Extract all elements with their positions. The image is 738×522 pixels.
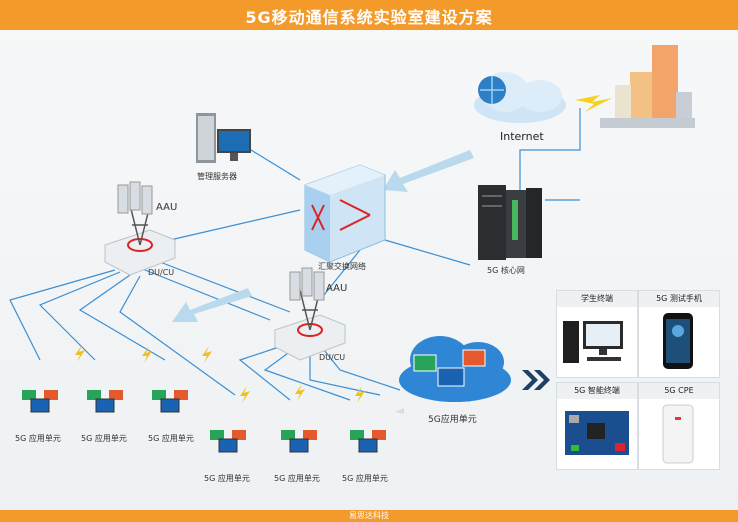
du-cu-label-1: DU/CU bbox=[148, 268, 175, 277]
link-switch-core bbox=[384, 239, 471, 266]
link-du1-ue3 bbox=[78, 274, 166, 361]
panel-cell-title: 5G CPE bbox=[639, 383, 719, 399]
link-du2-ue7 bbox=[309, 350, 381, 396]
panel-cell-test-phone: 5G 测试手机 bbox=[638, 290, 720, 378]
link-du2-ue5 bbox=[238, 344, 291, 401]
app-unit-cloud-label: 5G应用单元 bbox=[428, 415, 477, 425]
arrow-internet-to-switch bbox=[383, 150, 474, 192]
circuit-board-icon bbox=[565, 411, 629, 455]
internet-label: Internet bbox=[500, 130, 544, 143]
footer-brand: 易思达科技 bbox=[349, 511, 389, 520]
switch-icon bbox=[304, 164, 386, 263]
cpe-router-icon bbox=[662, 404, 694, 464]
ue-terminal-icon bbox=[152, 390, 188, 413]
internet-cloud-icon bbox=[474, 72, 566, 123]
ue-terminal-icon bbox=[210, 430, 246, 453]
panel-cell-student-terminal: 学生终端 bbox=[556, 290, 638, 378]
ue-label: 5G 应用单元 bbox=[81, 434, 127, 443]
panel-cell-cpe: 5G CPE bbox=[638, 382, 720, 470]
switch-label: 汇聚交换网络 bbox=[318, 262, 366, 271]
chevron-right-icon bbox=[522, 370, 550, 390]
panel-cell-smart-terminal: 5G 智能终端 bbox=[556, 382, 638, 470]
desktop-computer-icon bbox=[563, 321, 623, 363]
ue-terminal-icon bbox=[281, 430, 317, 453]
ue-label: 5G 应用单元 bbox=[274, 474, 320, 483]
ue-label: 5G 应用单元 bbox=[148, 434, 194, 443]
app-unit-cloud-icon bbox=[399, 336, 511, 402]
du-cu-unit-2 bbox=[274, 267, 346, 361]
link-du2-ue6 bbox=[263, 347, 351, 401]
lightning-icon bbox=[575, 95, 612, 112]
ue-terminal-group bbox=[22, 390, 386, 453]
core-network-racks-icon bbox=[478, 185, 542, 260]
panel-cell-title: 5G 测试手机 bbox=[639, 291, 719, 307]
link-du1-ue1 bbox=[9, 269, 116, 361]
panel-cell-title: 学生终端 bbox=[557, 291, 637, 307]
ue-terminal-icon bbox=[87, 390, 123, 413]
aau-label-1: AAU bbox=[156, 202, 178, 213]
link-du1-ue2 bbox=[38, 271, 121, 361]
panel-cell-title: 5G 智能终端 bbox=[557, 383, 637, 399]
ue-label: 5G 应用单元 bbox=[342, 474, 388, 483]
smartphone-icon bbox=[663, 313, 693, 369]
terminal-panel: 学生终端 5G 测试手机 5G 智能终端 bbox=[556, 290, 720, 470]
buildings-icon bbox=[600, 45, 695, 128]
core-label: 5G 核心网 bbox=[487, 266, 525, 275]
link-du2-ue8 bbox=[319, 344, 401, 391]
du-cu-unit-1 bbox=[104, 181, 176, 276]
page-title: 5G移动通信系统实验室建设方案 bbox=[245, 8, 493, 27]
ue-label: 5G 应用单元 bbox=[204, 474, 250, 483]
ue-label: 5G 应用单元 bbox=[15, 434, 61, 443]
link-core-internet bbox=[519, 108, 581, 190]
server-label: 管理服务器 bbox=[197, 172, 237, 181]
title-bar: 5G移动通信系统实验室建设方案 bbox=[0, 0, 738, 30]
wireless-signal-icons bbox=[75, 345, 365, 403]
link-du1-du2 bbox=[139, 267, 271, 321]
server-icon bbox=[196, 113, 251, 163]
link-du1-ue4 bbox=[119, 275, 236, 396]
arrow-to-app-unit bbox=[395, 408, 404, 414]
du-cu-label-2: DU/CU bbox=[319, 353, 346, 362]
arrow-switch-to-du bbox=[172, 288, 252, 322]
ue-terminal-icon bbox=[350, 430, 386, 453]
footer-bar: 易思达科技 bbox=[0, 510, 738, 522]
ue-terminal-icon bbox=[22, 390, 58, 413]
link-du1-du2b bbox=[159, 261, 291, 313]
link-switch-du2 bbox=[319, 249, 361, 301]
link-switch-du1 bbox=[169, 209, 301, 241]
aau-label-2: AAU bbox=[326, 283, 348, 294]
